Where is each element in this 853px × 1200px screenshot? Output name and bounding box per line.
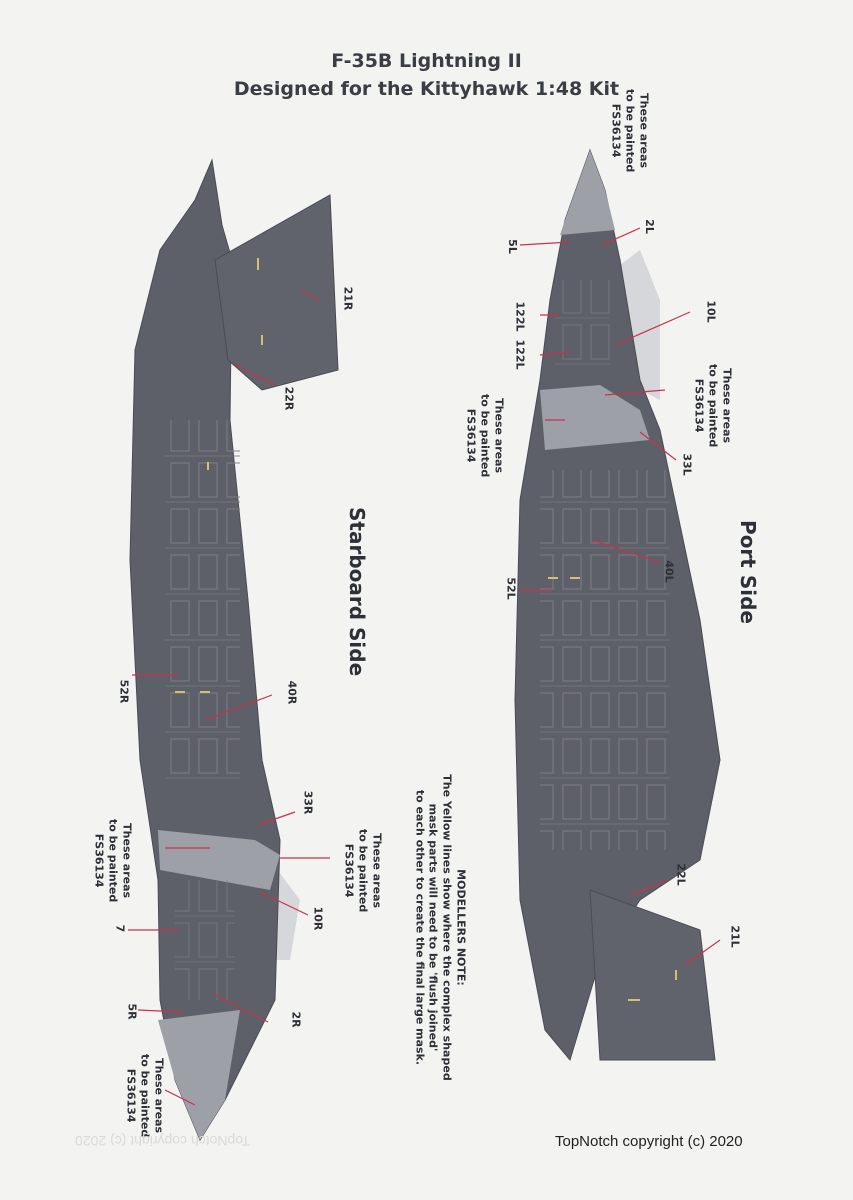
starboard-nose-light [158, 1010, 240, 1140]
port-mask [514, 148, 721, 1062]
label-33R: 33R [301, 790, 315, 815]
label-5L: 5L [505, 239, 519, 254]
label-22L: 22L [674, 863, 688, 886]
label-52L: 52L [504, 577, 518, 600]
label-10R: 10R [311, 906, 325, 931]
label-21L: 21L [728, 925, 742, 948]
page-title: F-35B Lightning II [331, 50, 522, 72]
port-nose-light [560, 150, 615, 235]
label-122L-upper: 122L [513, 301, 527, 332]
label-40L: 40L [662, 560, 676, 583]
copyright-text: TopNotch copyright (c) 2020 [555, 1133, 743, 1150]
ghost-copyright: TopNotch copyright (c) 2020 [75, 1133, 251, 1149]
starboard-side-title: Starboard Side [345, 507, 369, 677]
label-40R: 40R [285, 680, 299, 705]
modellers-note: MODELLERS NOTE: The Yellow lines show wh… [413, 728, 468, 1128]
label-33L: 33L [680, 453, 694, 476]
label-52R: 52R [117, 679, 131, 704]
starboard-mask [128, 158, 339, 1142]
port-light-band [540, 385, 650, 450]
starboard-panels [165, 420, 240, 780]
port-panels [540, 470, 670, 850]
label-7: 7 [113, 924, 127, 933]
label-10L: 10L [704, 300, 718, 323]
label-2R: 2R [289, 1011, 303, 1028]
label-5R: 5R [125, 1003, 139, 1020]
modellers-note-heading: MODELLERS NOTE: [454, 869, 468, 986]
label-21R: 21R [341, 286, 355, 311]
port-side-title: Port Side [736, 520, 760, 624]
label-122L-lower: 122L [513, 339, 527, 370]
starboard-light-band [158, 830, 280, 890]
starboard-tail-fin [214, 194, 339, 391]
port-tail-fin [589, 889, 716, 1061]
page-subtitle: Designed for the Kittyhawk 1:48 Kit [233, 78, 620, 100]
label-2L: 2L [642, 219, 656, 234]
label-22R: 22R [282, 386, 296, 411]
